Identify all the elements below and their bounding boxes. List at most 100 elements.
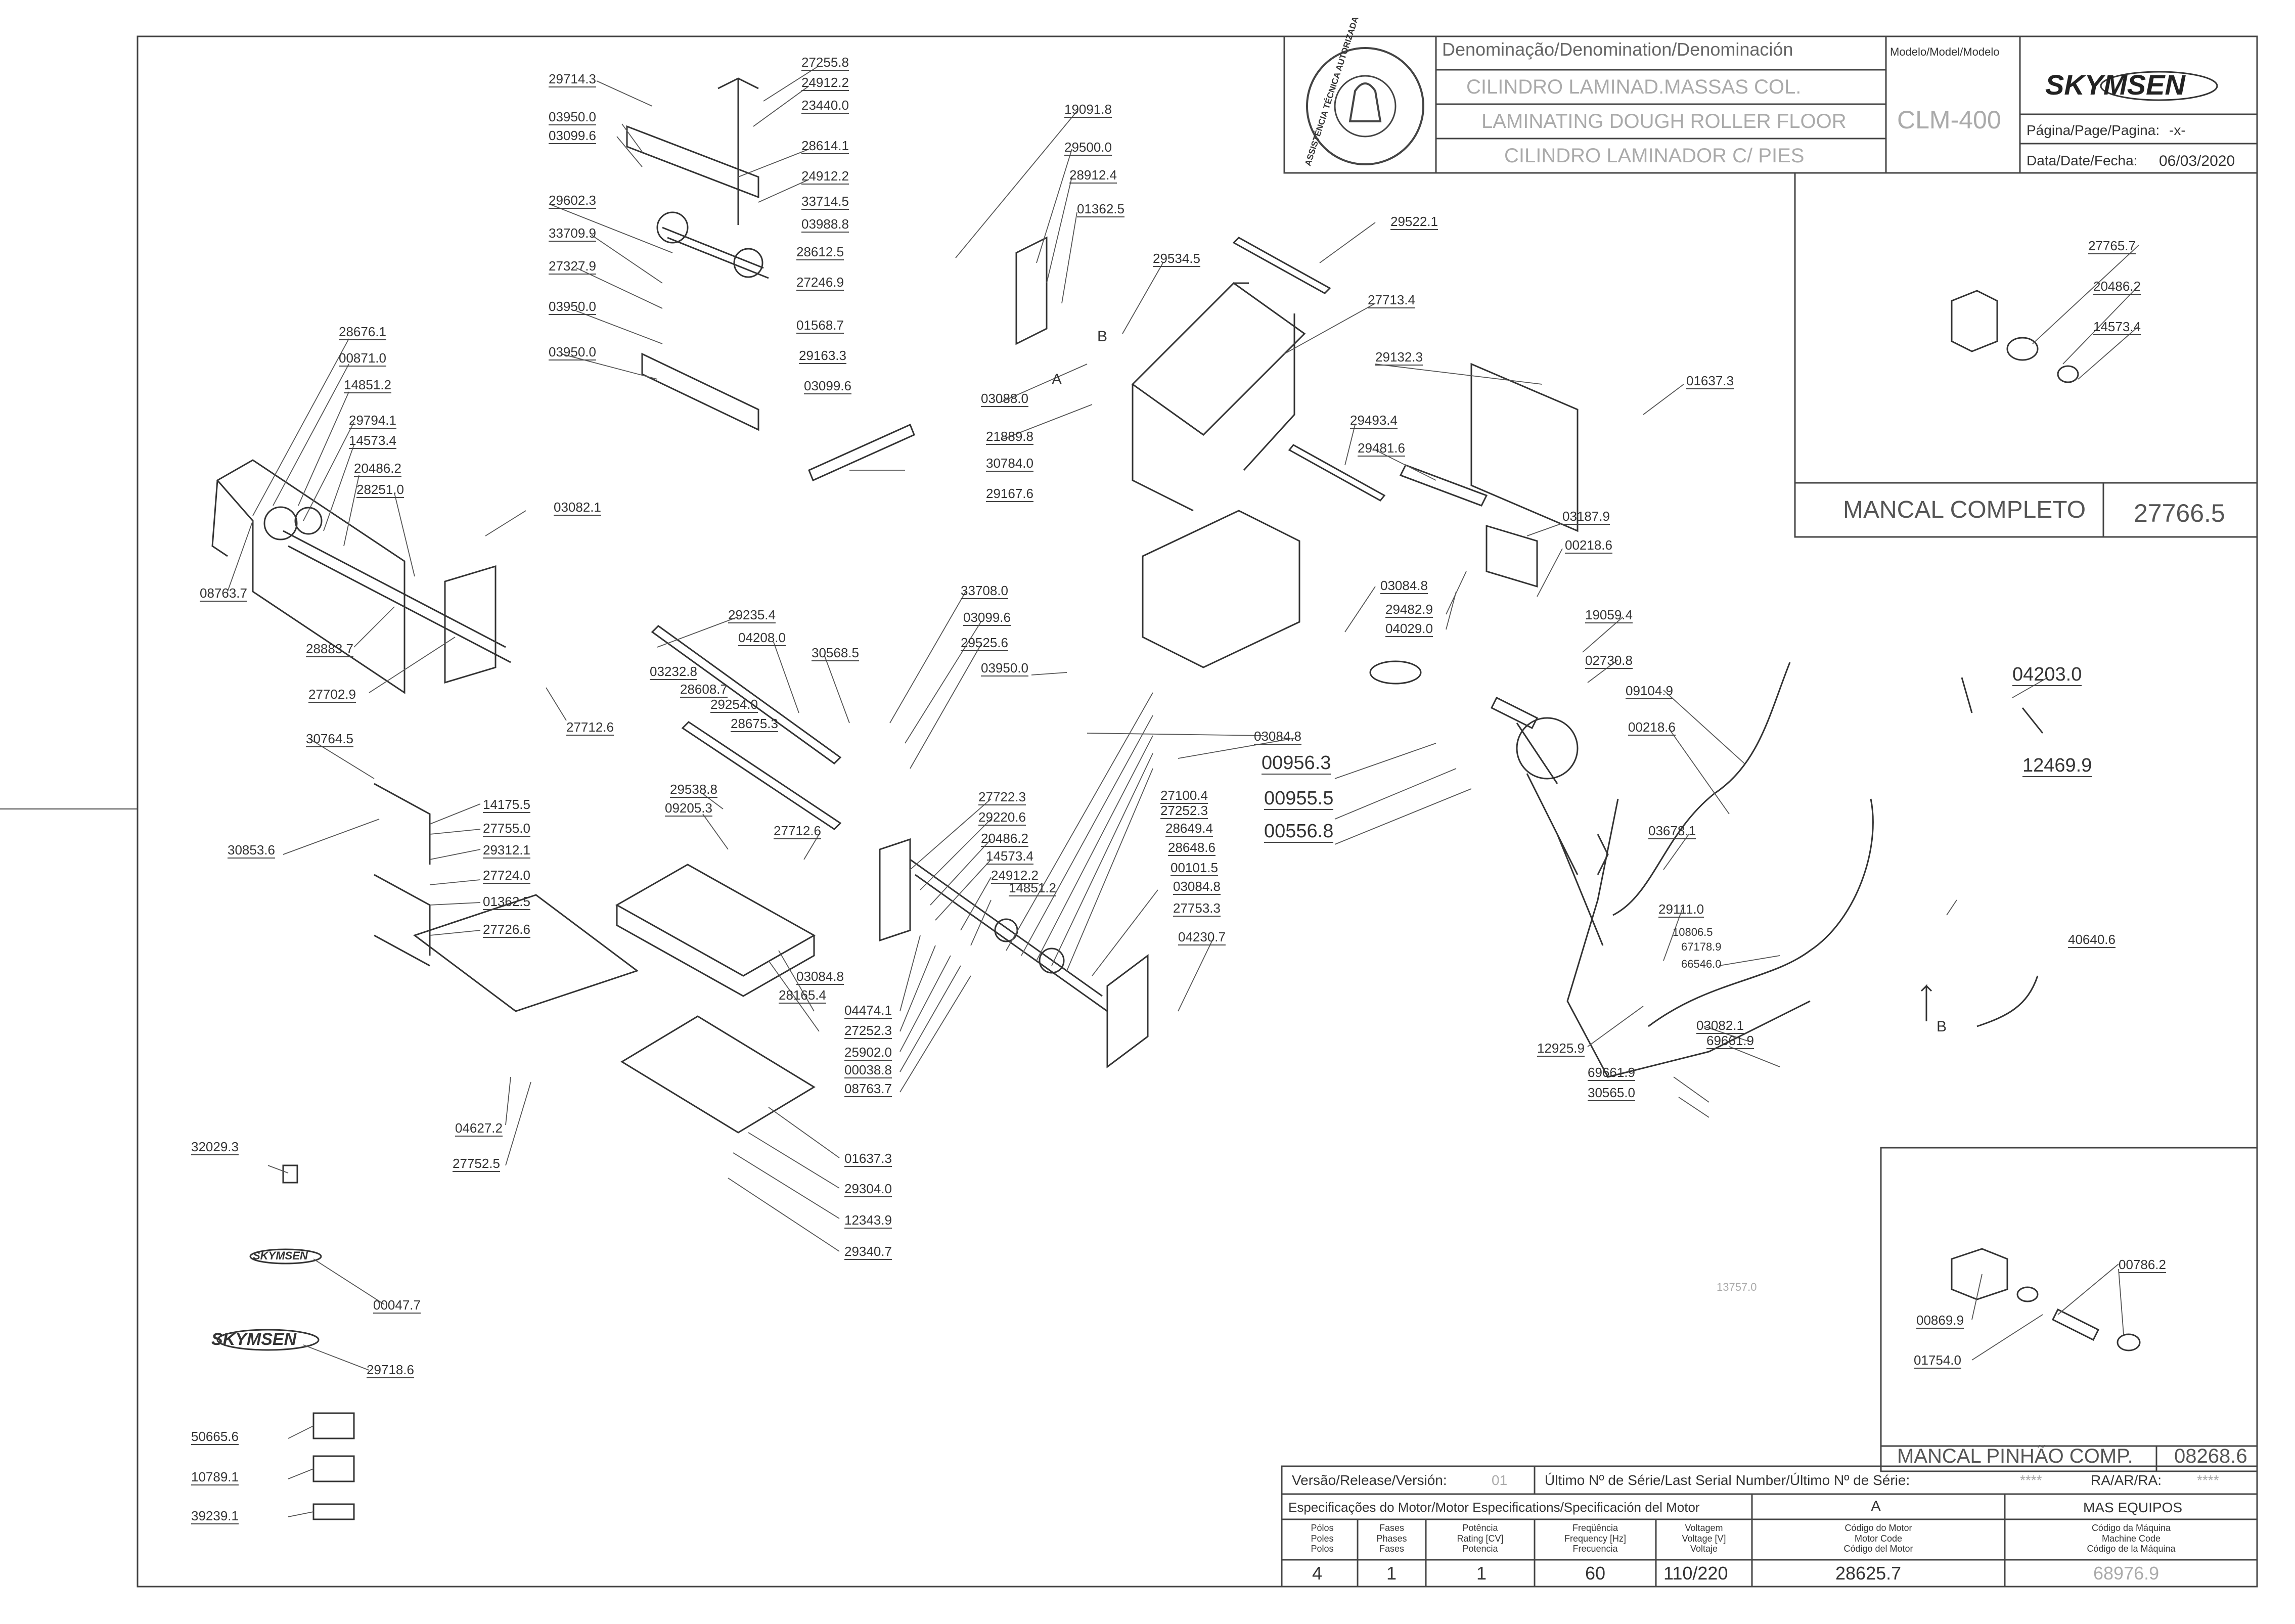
part-label: 27752.5 — [453, 1156, 500, 1172]
part-label: 00955.5 — [1264, 788, 1334, 810]
bearing-part-label: 14573.4 — [2093, 319, 2141, 335]
motor-value-frequency: 60 — [1585, 1563, 1606, 1584]
part-label: 04029.0 — [1385, 621, 1433, 637]
part-label: 67178.9 — [1681, 940, 1722, 953]
product-name-es: CILINDRO LAMINADOR C/ PIES — [1504, 145, 1805, 167]
part-label: 29718.6 — [367, 1362, 414, 1378]
part-label: 19059.4 — [1585, 607, 1633, 623]
part-label: 28165.4 — [779, 987, 826, 1004]
part-label: 27712.6 — [566, 719, 614, 736]
part-label: 30565.0 — [1588, 1085, 1635, 1101]
brand-logo-small: SKYMSEN — [253, 1249, 308, 1262]
motor-value-phases: 1 — [1386, 1563, 1397, 1584]
machine-maker: MAS EQUIPOS — [2083, 1500, 2183, 1515]
part-label: 03088.0 — [981, 391, 1028, 407]
part-label: 00047.7 — [373, 1297, 421, 1314]
part-label: 12925.9 — [1537, 1041, 1585, 1057]
part-label: 29167.6 — [986, 486, 1033, 502]
product-name-en: LAMINATING DOUGH ROLLER FLOOR — [1481, 110, 1847, 132]
part-label: 04230.7 — [1178, 929, 1226, 945]
motor-header-phases: Fases Phases Fases — [1376, 1523, 1407, 1554]
page-label: Página/Page/Pagina: — [2027, 122, 2160, 138]
part-label: 28251.0 — [356, 482, 404, 498]
arrow-b-label: B — [1937, 1018, 1947, 1035]
letter-a: A — [1052, 371, 1062, 388]
motor-header-voltage: Voltagem Voltage [V] Voltaje — [1682, 1523, 1726, 1554]
date-value: 06/03/2020 — [2159, 153, 2235, 169]
part-label: 27722.3 — [978, 789, 1026, 805]
part-label: 29525.6 — [961, 635, 1008, 651]
part-label: 12469.9 — [2022, 755, 2092, 777]
bearing-part-label: 27765.7 — [2088, 238, 2136, 254]
part-label: 20486.2 — [981, 831, 1028, 847]
part-label: 03082.1 — [1696, 1018, 1744, 1034]
part-label: 19091.8 — [1064, 102, 1112, 118]
part-label: 69661.9 — [1588, 1065, 1635, 1081]
model-header: Modelo/Model/Modelo — [1890, 46, 2000, 58]
part-label: 27755.0 — [483, 821, 530, 837]
part-label: 01637.3 — [844, 1151, 892, 1167]
part-label: 12343.9 — [844, 1212, 892, 1229]
product-name-pt: CILINDRO LAMINAD.MASSAS COL. — [1466, 76, 1802, 98]
part-label: 30568.5 — [812, 645, 859, 661]
part-label: 28676.1 — [339, 324, 386, 340]
version-value: 01 — [1492, 1472, 1508, 1488]
part-label: 30853.6 — [228, 842, 275, 859]
part-label: 27753.3 — [1173, 900, 1221, 917]
machine-code-value: 68976.9 — [2093, 1563, 2159, 1584]
bearing-inset-title: MANCAL COMPLETO — [1843, 497, 2086, 523]
part-label: 30784.0 — [986, 456, 1033, 472]
part-label: 03950.0 — [549, 299, 596, 315]
part-label: 29132.3 — [1375, 349, 1423, 366]
part-label: 04474.1 — [844, 1003, 892, 1019]
part-label: 66546.0 — [1681, 958, 1722, 970]
part-label: 14573.4 — [986, 848, 1033, 865]
part-label: 29254.0 — [710, 697, 758, 713]
part-label: 03084.8 — [1380, 578, 1428, 594]
motor-value-poles: 4 — [1312, 1563, 1323, 1584]
part-label: 29235.4 — [728, 607, 776, 623]
part-label: 29111.0 — [1658, 901, 1704, 918]
part-label: 04627.2 — [455, 1120, 503, 1137]
part-label: 00956.3 — [1262, 752, 1331, 775]
part-label: 03950.0 — [981, 660, 1028, 676]
part-label: 10789.1 — [191, 1469, 239, 1485]
part-label: 23440.0 — [801, 98, 849, 114]
part-label: 29493.4 — [1350, 413, 1398, 429]
part-label: 10806.5 — [1673, 926, 1713, 938]
part-label: 33708.0 — [961, 583, 1008, 599]
part-label: 00218.6 — [1565, 537, 1612, 554]
part-label: 03988.8 — [801, 216, 849, 233]
ra-label: RA/AR/RA: — [2091, 1472, 2162, 1488]
bearing-part-label: 20486.2 — [2093, 279, 2141, 295]
denomination-header: Denominação/Denomination/Denominación — [1442, 39, 1793, 60]
serial-value: **** — [2020, 1472, 2042, 1488]
pinion-part-label: 00786.2 — [2119, 1257, 2166, 1273]
pinion-inset-code: 08268.6 — [2174, 1445, 2247, 1467]
part-label: 03232.8 — [650, 664, 697, 680]
letter-b: B — [1097, 328, 1107, 345]
part-label: 39239.1 — [191, 1508, 239, 1524]
part-label: 27255.8 — [801, 55, 849, 71]
part-label: 29340.7 — [844, 1244, 892, 1260]
part-label: 03084.8 — [796, 969, 844, 985]
part-label: 03084.8 — [1173, 879, 1221, 895]
part-label: 24912.2 — [991, 868, 1039, 884]
page-value: -x- — [2169, 122, 2186, 138]
part-label: 00556.8 — [1264, 821, 1334, 843]
part-label: 09205.3 — [665, 800, 712, 817]
part-label: 28883.7 — [306, 641, 353, 657]
part-label: 29304.0 — [844, 1181, 892, 1197]
part-label: 01362.5 — [1077, 201, 1124, 217]
part-label: 03099.6 — [963, 610, 1011, 626]
part-label: 30764.5 — [306, 731, 353, 747]
part-label: 03950.0 — [549, 109, 596, 125]
part-label: 04203.0 — [2012, 664, 2082, 686]
part-label: 01362.5 — [483, 894, 530, 910]
part-label: 69661.9 — [1706, 1033, 1754, 1049]
part-label: 28614.1 — [801, 138, 849, 154]
part-label: 33709.9 — [549, 225, 596, 242]
part-label: 29794.1 — [349, 413, 396, 429]
part-label: 21889.8 — [986, 429, 1033, 445]
